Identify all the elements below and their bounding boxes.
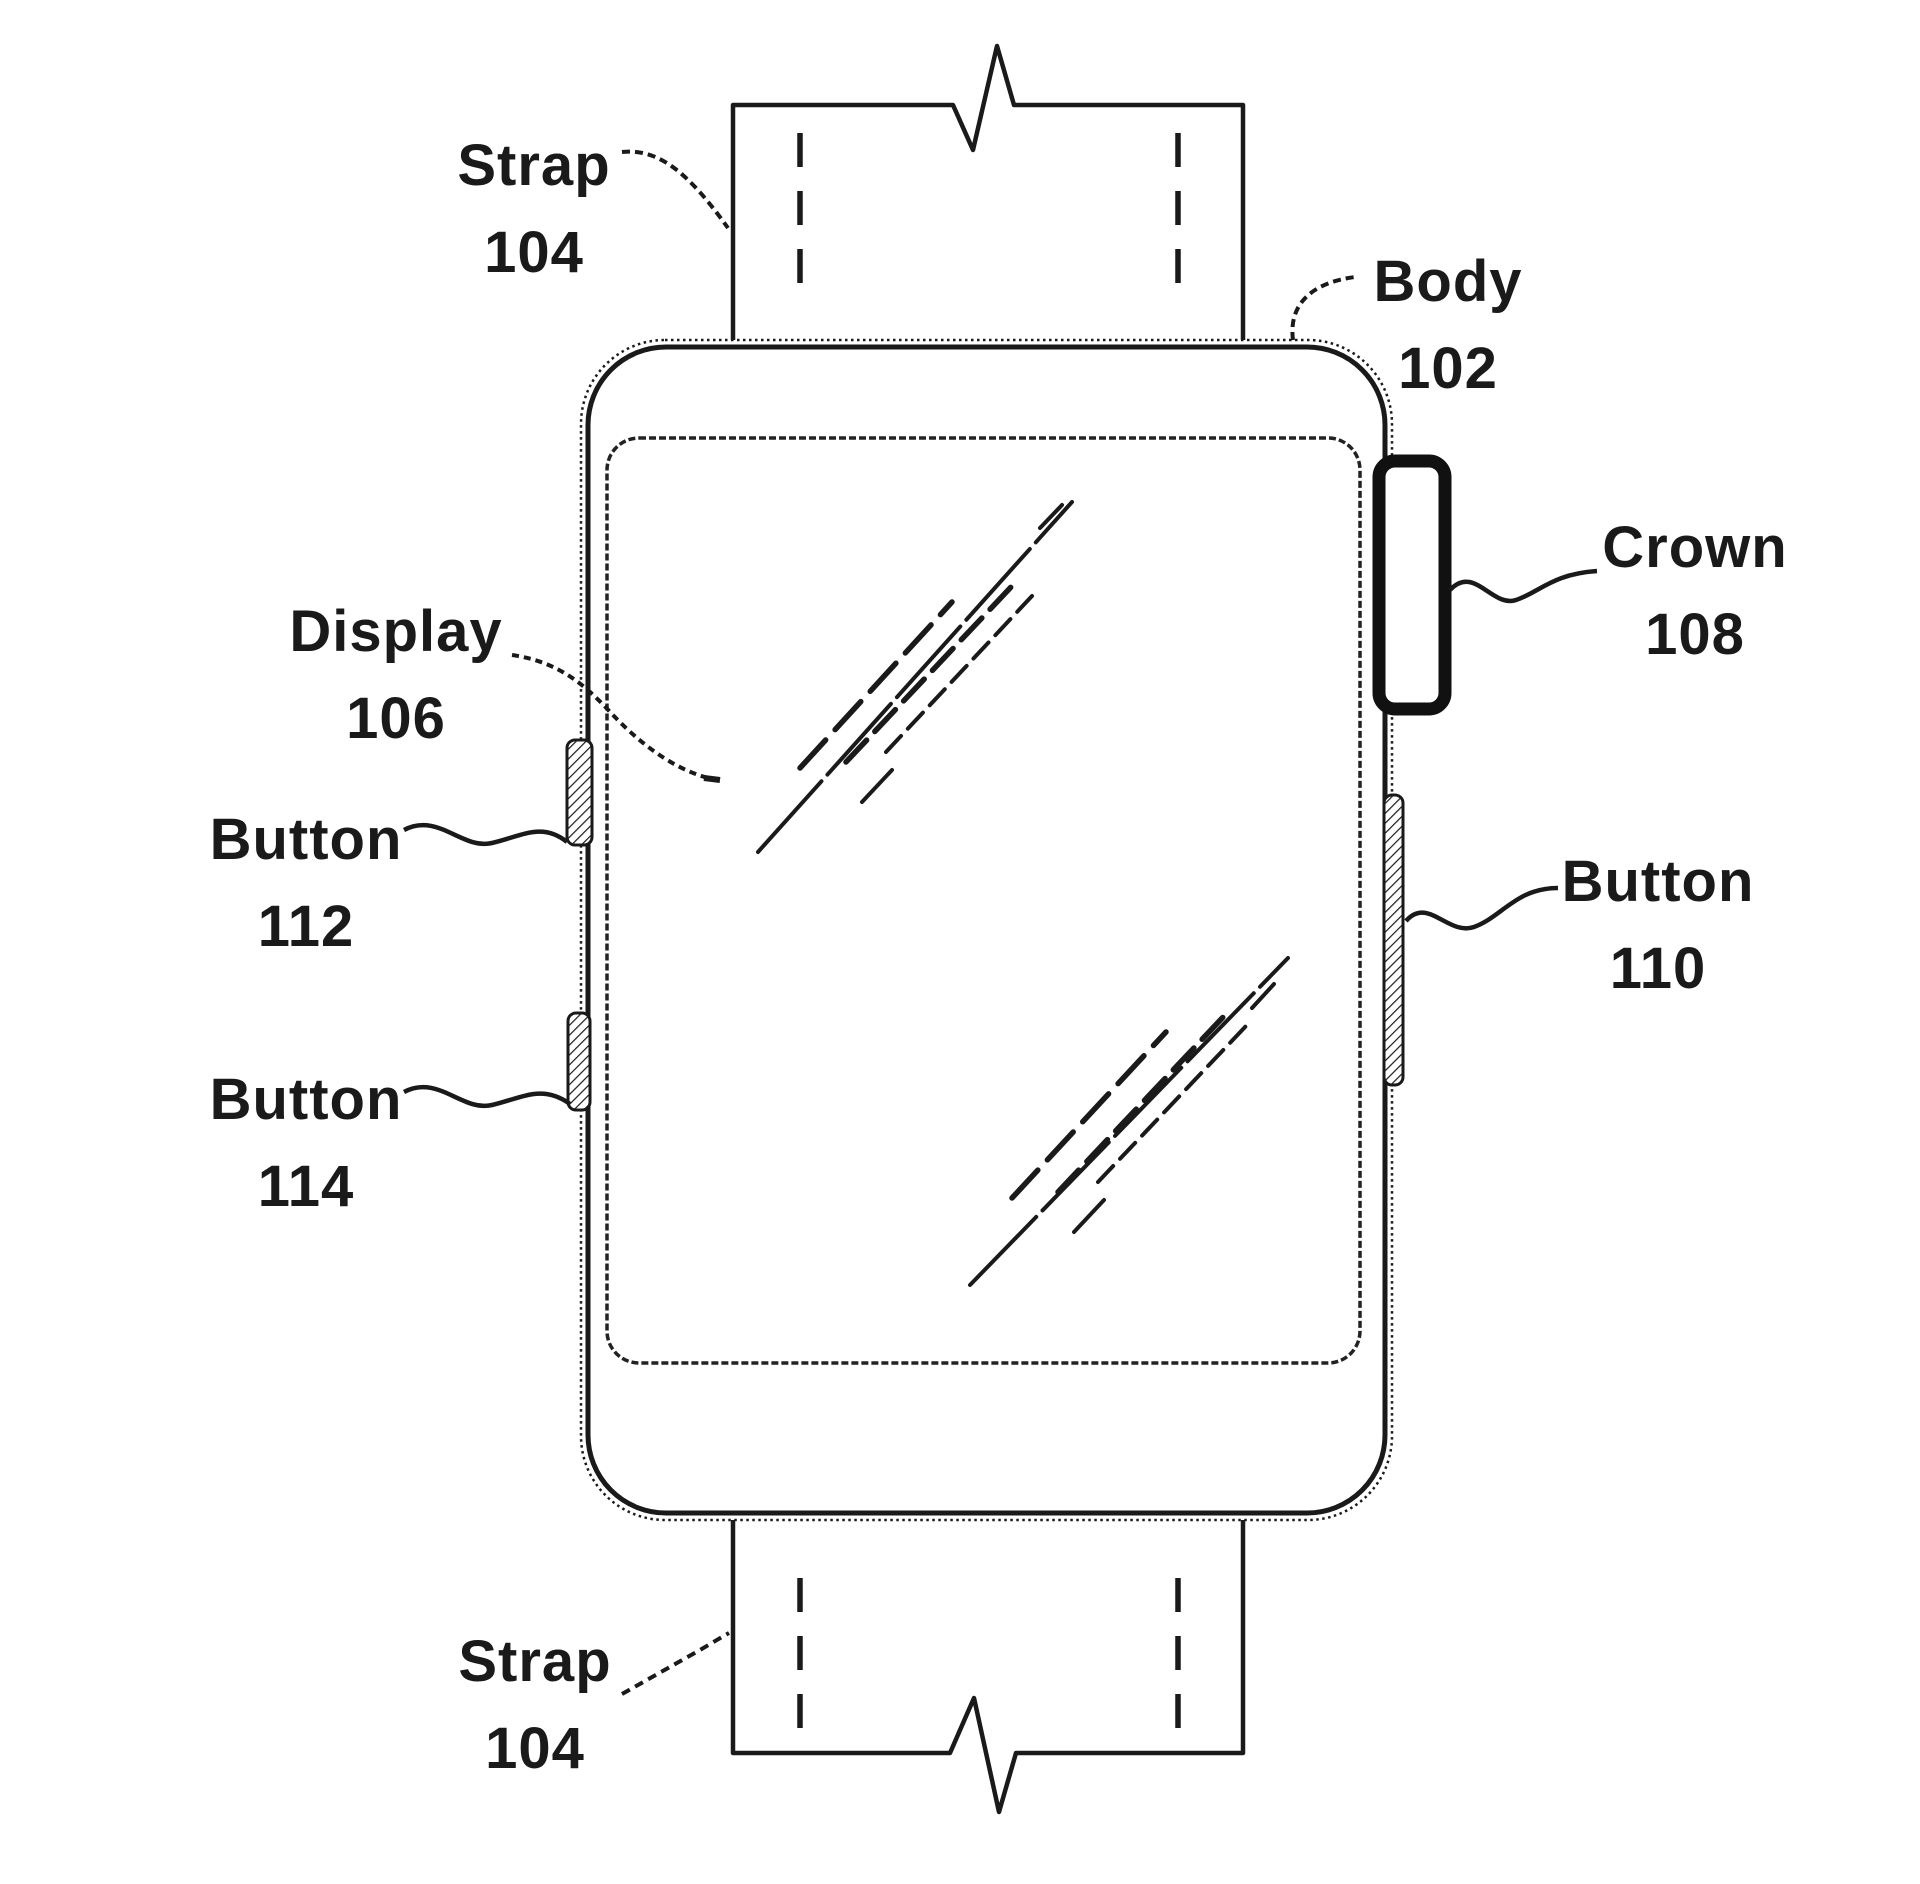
label-display-name: Display xyxy=(289,599,503,664)
label-strap-top-ref: 104 xyxy=(484,220,584,285)
bottom-strap-outline xyxy=(730,1510,1246,1815)
label-crown-ref: 108 xyxy=(1645,602,1745,667)
label-button-114-name: Button xyxy=(209,1067,403,1132)
label-body: Body 102 xyxy=(1338,238,1558,412)
label-strap-bottom-ref: 104 xyxy=(485,1716,585,1781)
label-button-112: Button 112 xyxy=(196,796,416,970)
side-button-right xyxy=(1382,793,1405,1087)
label-strap-top: Strap 104 xyxy=(424,122,644,296)
label-strap-bottom-name: Strap xyxy=(458,1629,612,1694)
label-button-110-name: Button xyxy=(1561,849,1755,914)
top-strap-outline xyxy=(730,43,1246,350)
label-button-110: Button 110 xyxy=(1548,838,1768,1012)
leader-button-110 xyxy=(1404,885,1559,931)
label-strap-bottom: Strap 104 xyxy=(425,1618,645,1792)
crown-shape xyxy=(1372,454,1452,716)
leader-display-tip xyxy=(703,775,721,783)
leader-crown xyxy=(1448,568,1598,604)
label-button-112-ref: 112 xyxy=(257,894,355,959)
leader-button-112 xyxy=(402,822,569,847)
label-button-110-ref: 110 xyxy=(1609,936,1707,1001)
label-display: Display 106 xyxy=(286,588,506,762)
leader-display xyxy=(511,653,713,781)
label-strap-top-name: Strap xyxy=(457,133,611,198)
display-reflection-lower xyxy=(968,956,1290,1287)
label-body-ref: 102 xyxy=(1398,336,1498,401)
leader-strap-bottom xyxy=(621,1631,730,1696)
display-reflection-upper xyxy=(756,500,1074,854)
label-crown-name: Crown xyxy=(1602,515,1788,580)
label-display-ref: 106 xyxy=(346,686,446,751)
side-button-upper-left xyxy=(565,738,594,847)
label-button-114: Button 114 xyxy=(196,1056,416,1230)
label-crown: Crown 108 xyxy=(1585,504,1805,678)
leader-strap-top xyxy=(621,149,730,230)
leader-button-114 xyxy=(402,1084,572,1109)
side-button-lower-left xyxy=(566,1011,592,1112)
label-button-114-ref: 114 xyxy=(257,1154,355,1219)
label-body-name: Body xyxy=(1373,249,1523,314)
display-outline xyxy=(605,436,1362,1365)
label-button-112-name: Button xyxy=(209,807,403,872)
